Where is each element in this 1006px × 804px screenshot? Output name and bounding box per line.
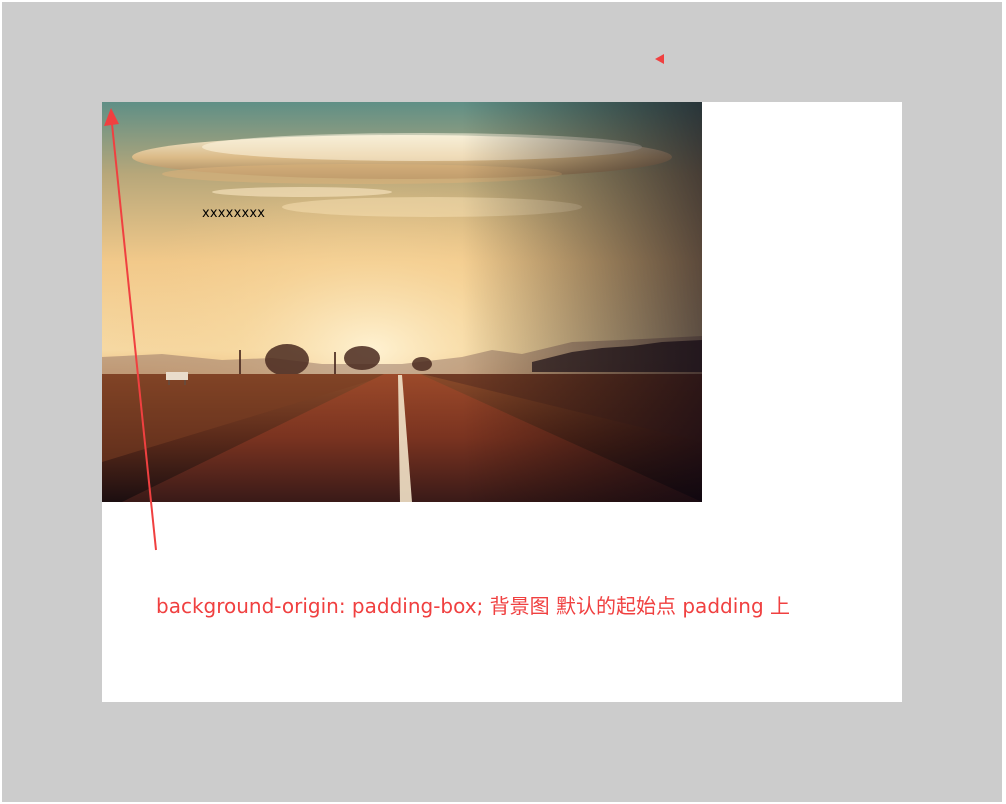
demo-box: xxxxxxxx background-origin: padding-box;… bbox=[102, 102, 902, 702]
triangle-left-icon bbox=[655, 54, 664, 64]
background-image: xxxxxxxx bbox=[102, 102, 702, 502]
sample-text: xxxxxxxx bbox=[202, 206, 266, 221]
sunset-road-illustration bbox=[102, 102, 702, 502]
annotation-label: background-origin: padding-box; 背景图 默认的起… bbox=[156, 594, 790, 618]
